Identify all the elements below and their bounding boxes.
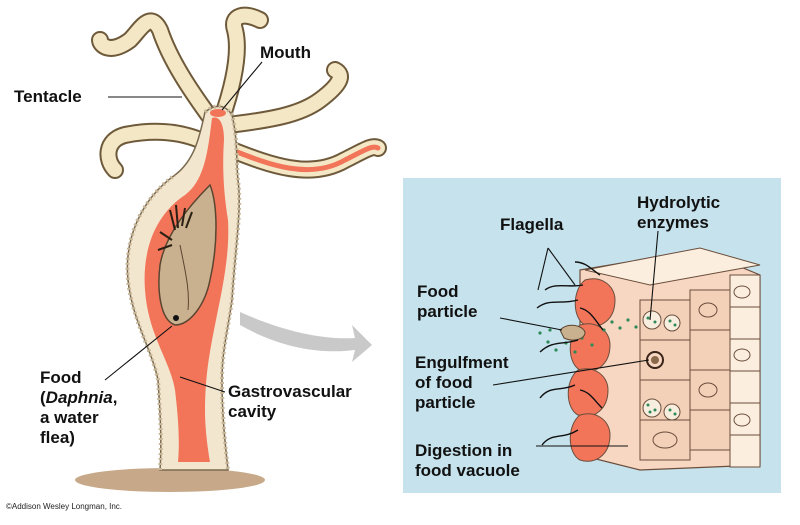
ground-substrate xyxy=(75,468,265,492)
label-tentacle: Tentacle xyxy=(14,87,82,106)
daphnia-prey xyxy=(157,183,217,326)
copyright-credit: ©Addison Wesley Longman, Inc. xyxy=(6,502,123,511)
cell-layer-illustration xyxy=(536,247,761,471)
mouth-opening xyxy=(210,109,226,117)
tentacles xyxy=(91,6,387,179)
label-digestion-vacuole: Digestion in food vacuole xyxy=(415,441,520,480)
label-flagella: Flagella xyxy=(500,215,564,234)
label-gastrovascular-cavity: Gastrovascular cavity xyxy=(228,382,352,421)
label-food-daphnia: Food (Daphnia, a water flea) xyxy=(40,368,118,447)
label-food-particle: Food particle xyxy=(417,282,478,321)
label-hydrolytic-enzymes: Hydrolytic enzymes xyxy=(637,193,721,232)
label-engulfment: Engulfment of food particle xyxy=(415,353,509,412)
leader-lines xyxy=(104,61,659,447)
food-particle xyxy=(559,324,586,341)
zoom-arrow xyxy=(240,312,372,362)
label-mouth: Mouth xyxy=(260,43,311,62)
